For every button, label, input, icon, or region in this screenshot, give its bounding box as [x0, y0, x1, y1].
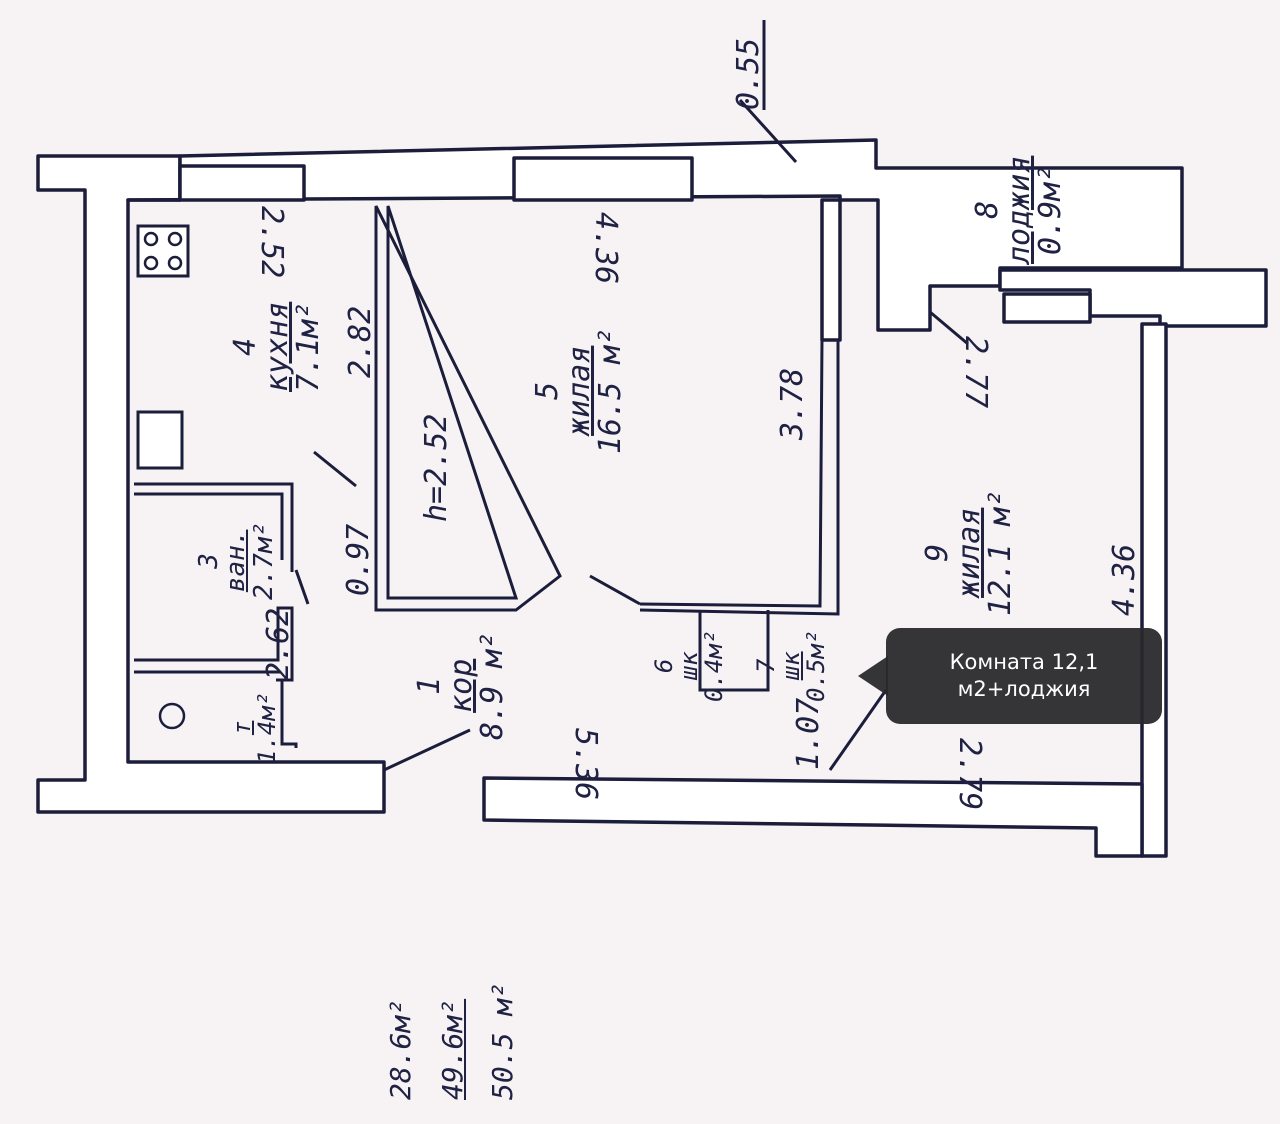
room-label-toilet: т 1.4м² — [228, 691, 282, 764]
leader-097 — [313, 450, 357, 488]
dim-282: 2.82 — [343, 305, 378, 378]
right-wall — [1140, 322, 1168, 858]
burner-icon — [167, 231, 183, 247]
dim-252-top: 2.52 — [254, 206, 289, 279]
dim-277: 2.77 — [958, 336, 993, 409]
dim-097: 0.97 — [341, 523, 376, 596]
dim-378: 3.78 — [775, 367, 810, 440]
leader-536 — [383, 728, 471, 772]
room-label-closet-6: 6 шк 0.4м² — [650, 629, 729, 702]
dim-279: 2.79 — [952, 738, 987, 811]
room-label-closet-7: 7 шк 0.5м² — [752, 629, 831, 702]
room-label-living-9: 9 жилая 12.1 м² — [920, 489, 1018, 616]
top-wall — [126, 138, 1184, 342]
window-1 — [178, 164, 306, 202]
room-5-bottom — [639, 339, 824, 608]
room-label-living-5: 5 жилая 16.5 м² — [530, 327, 628, 454]
room-label-kitchen: 4 кухня 7.1м² — [228, 301, 326, 392]
toilet-icon — [158, 702, 186, 730]
bath-bottom — [134, 606, 294, 682]
dim-536: 5.36 — [568, 728, 603, 801]
bath-walls-2 — [134, 492, 284, 560]
loggia-wall — [998, 268, 1268, 328]
bottom-wall — [482, 776, 1144, 858]
burner-icon — [143, 231, 159, 247]
burner-icon — [143, 255, 159, 271]
total-general: 49.6м² — [436, 998, 469, 1100]
closets — [698, 610, 770, 692]
dim-262: 2.62 — [261, 607, 296, 680]
room-5-bottom-outer — [639, 340, 840, 616]
leader-107 — [828, 689, 888, 771]
leader-055 — [738, 98, 798, 164]
room-5-right-wall — [386, 205, 519, 600]
dim-436-right: 4.36 — [1107, 543, 1142, 616]
loggia-ledge — [1002, 292, 1092, 324]
tooltip-room-note: Комната 12,1 м2+лоджия — [886, 628, 1162, 724]
room-label-corridor: 1 кор 8.9 м² — [412, 631, 510, 740]
total-living: 28.6м² — [384, 998, 417, 1100]
bath-walls — [134, 482, 294, 572]
tooltip-text: Комната 12,1 м2+лоджия — [949, 649, 1099, 701]
room-label-loggia: 8 лоджия 0.9м² — [970, 155, 1068, 264]
room-5-walls — [374, 205, 562, 612]
tooltip-arrow — [858, 656, 888, 696]
dim-107: 1.07 — [791, 697, 826, 770]
dim-h: h=2.52 — [419, 413, 454, 522]
burner-icon — [167, 255, 183, 271]
dim-055: 0.55 — [731, 37, 766, 110]
dim-436-top: 4.36 — [588, 212, 623, 285]
sink-icon — [136, 410, 184, 470]
leader-262 — [294, 569, 310, 605]
total-with-loggia: 50.5 м² — [486, 981, 519, 1100]
leader-277 — [929, 310, 969, 346]
toilet-walls-2 — [280, 680, 298, 748]
window-2 — [512, 156, 694, 202]
room-label-bath: 3 ван. 2.7м² — [194, 521, 279, 600]
stove-icon — [136, 224, 190, 278]
door-swing — [589, 574, 641, 606]
